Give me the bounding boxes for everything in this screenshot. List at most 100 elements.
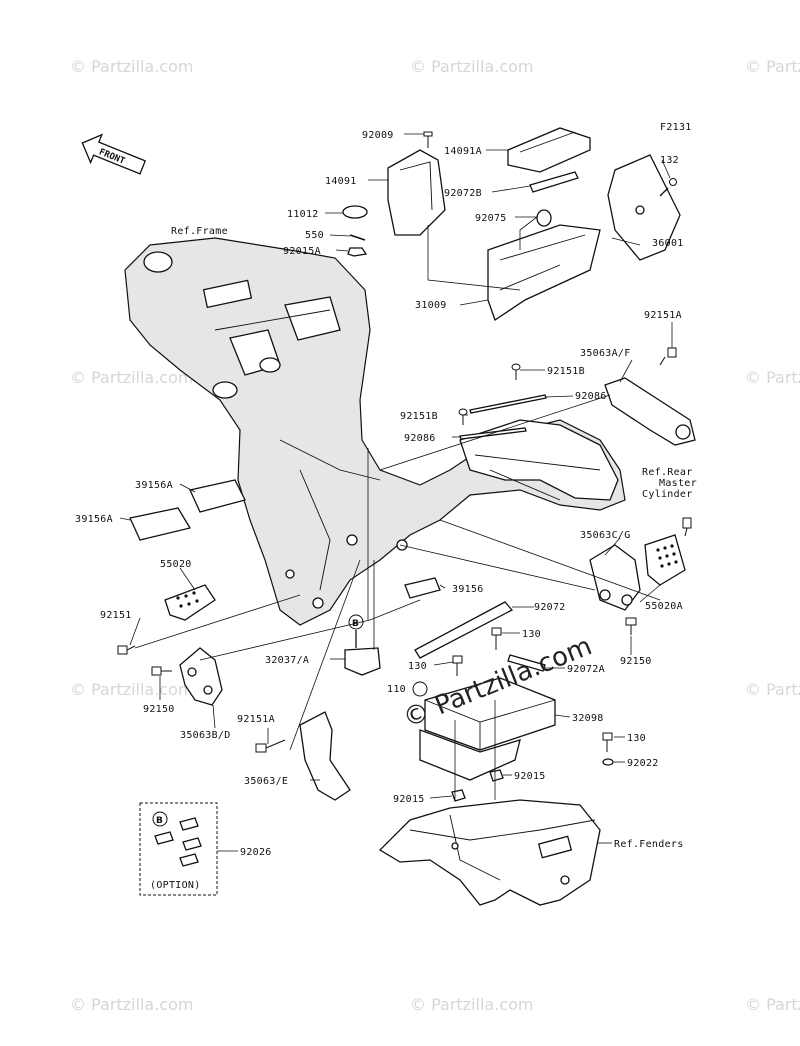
callout-36001: 36001 <box>652 238 684 249</box>
fender <box>378 799 601 906</box>
frame-assembly <box>124 237 626 626</box>
screw-icon <box>423 131 433 148</box>
callout-92086: 92086 <box>404 433 436 444</box>
nut-92015 <box>451 789 466 802</box>
sub-frame-rail <box>489 469 561 501</box>
callout-35063CG: 35063C/G <box>580 530 631 541</box>
bolt-icon <box>151 666 172 676</box>
callout-92072B: 92072B <box>444 188 482 199</box>
callout-92151B: 92151B <box>547 366 585 377</box>
lower-area <box>378 577 614 906</box>
bolt <box>187 667 197 677</box>
callout-ref-rear: Master <box>659 478 697 489</box>
callout-39156: 39156 <box>452 584 484 595</box>
bracket-32037A <box>344 647 381 676</box>
callout-132: 132 <box>660 155 679 166</box>
bolt-icon <box>255 739 286 753</box>
callout-14091: 14091 <box>325 176 357 187</box>
bolt-icon <box>602 732 613 752</box>
pad-39156A <box>189 479 246 513</box>
callout-130: 130 <box>627 733 646 744</box>
watermark: © Partzilla.com <box>70 995 193 1014</box>
callout-92015: 92015 <box>514 771 546 782</box>
callout-35063E: 35063/E <box>244 776 288 787</box>
bracket-36001 <box>607 154 681 261</box>
fender-hole <box>451 842 459 850</box>
callout-55020: 55020 <box>160 559 192 570</box>
guard-55020 <box>164 584 216 621</box>
battery-area <box>342 127 681 322</box>
callout-550: 550 <box>305 230 324 241</box>
cap-92075 <box>536 209 552 227</box>
fuel-cap <box>143 251 173 273</box>
option-marker-label: B <box>156 816 163 826</box>
callout-39156A: 39156A <box>75 514 113 525</box>
callout-32098: 32098 <box>572 713 604 724</box>
bolt-icon <box>491 627 502 650</box>
callout-labels: 92009 14091A 132 14091 92072B 11012 9207… <box>75 130 697 858</box>
shim-92026 <box>179 817 199 831</box>
cover-14091A <box>507 127 591 173</box>
callout-92151B: 92151B <box>400 411 438 422</box>
fender-hole <box>560 875 570 885</box>
cover-14091 <box>387 149 446 236</box>
callout-110: 110 <box>387 684 406 695</box>
callout-35063BD: 35063B/D <box>180 730 231 741</box>
shim-92026 <box>182 837 202 851</box>
watermark: © Partzilla.com <box>745 368 800 387</box>
bolt <box>599 589 611 601</box>
watermark: © Partzilla.com <box>70 680 193 699</box>
cap-11012 <box>342 205 368 219</box>
frame-bolt <box>285 569 295 579</box>
bolt <box>621 594 633 606</box>
watermark: © Partzilla.com <box>410 995 533 1014</box>
left-parts: B <box>117 479 381 801</box>
fender-detail <box>449 814 501 881</box>
option-marker-icon <box>152 811 168 827</box>
watermark: © Partzilla.com <box>745 57 800 76</box>
tray-detail <box>499 234 586 261</box>
option-label: (OPTION) <box>150 880 201 891</box>
callout-92015A: 92015A <box>283 246 321 257</box>
battery-box-32098 <box>424 677 556 751</box>
callout-14091A: 14091A <box>444 146 482 157</box>
watermark: © Partzilla.com <box>745 680 800 699</box>
cover-detail <box>399 161 433 211</box>
callout-11012: 11012 <box>287 209 319 220</box>
callout-92086: 92086 <box>575 391 607 402</box>
bolt-icon <box>682 517 692 537</box>
bolt-icon <box>659 178 677 197</box>
callout-55020A: 55020A <box>645 601 683 612</box>
fender-detail <box>409 819 596 841</box>
callout-92072: 92072 <box>534 602 566 613</box>
marker-110-icon <box>412 681 428 697</box>
screw-icon <box>458 408 468 425</box>
callout-92072A: 92072A <box>567 664 605 675</box>
fender-slot <box>537 835 573 859</box>
callout-130: 130 <box>522 629 541 640</box>
callout-92009: 92009 <box>362 130 394 141</box>
frame-rail <box>299 469 331 591</box>
pad-39156 <box>404 577 441 599</box>
bolt <box>675 424 691 440</box>
pin-550 <box>349 234 366 241</box>
callout-92151A: 92151A <box>644 310 682 321</box>
shim-92026 <box>154 831 174 845</box>
bracket-35063E <box>299 711 351 801</box>
watermarks: © Partzilla.com © Partzilla.com © Partzi… <box>70 57 800 1014</box>
callout-92075: 92075 <box>475 213 507 224</box>
pad-39156A <box>129 507 192 541</box>
bolt-icon <box>117 645 136 655</box>
strap-92072 <box>414 601 514 659</box>
frame-bracket <box>202 279 253 309</box>
bracket-35063AF <box>604 377 696 446</box>
battery-tray-31009 <box>487 224 601 322</box>
washer-92022 <box>602 758 614 766</box>
callout-32037A: 32037/A <box>265 655 309 666</box>
strap-92072B <box>529 171 579 193</box>
band-92086 <box>469 394 547 414</box>
callout-ref-rear: Ref.Rear <box>642 467 693 478</box>
cover-detail <box>519 131 576 153</box>
bolt-icon <box>659 347 677 366</box>
